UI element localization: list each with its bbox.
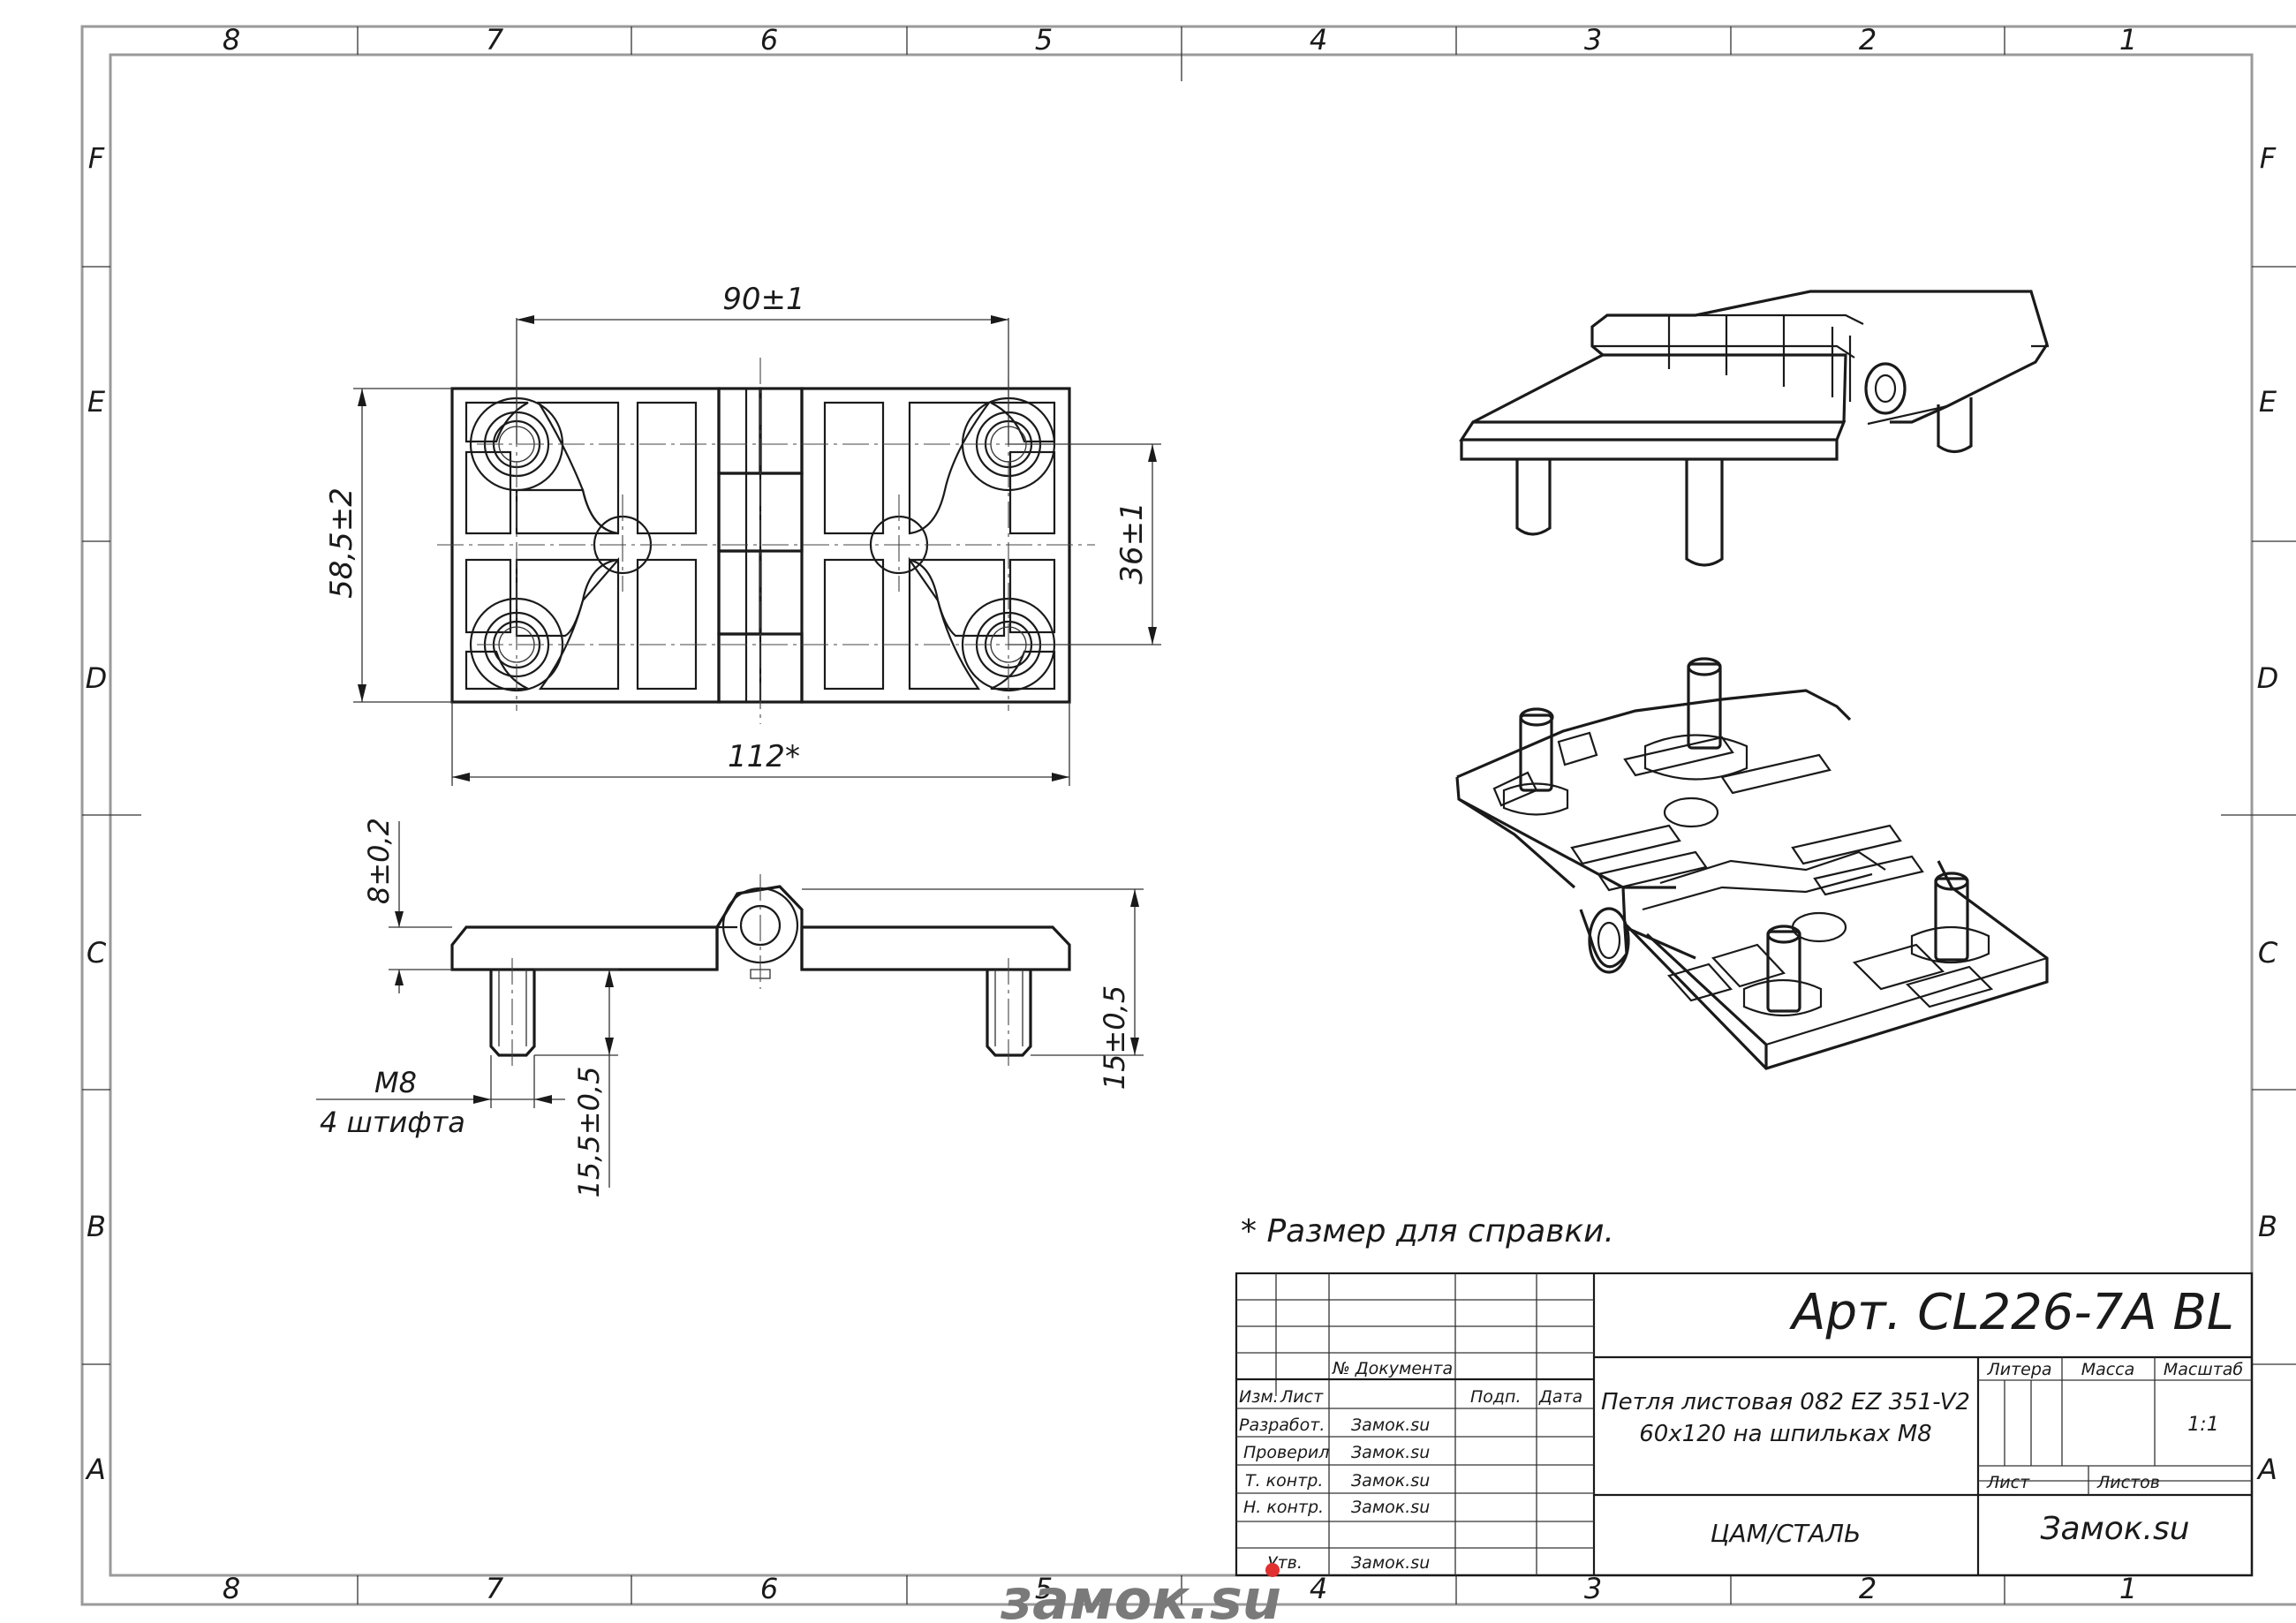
zone-row-label: E [2259, 385, 2277, 419]
zone-row-label: B [2258, 1210, 2277, 1243]
zone-col-label: 5 [1035, 1572, 1053, 1605]
zone-row-label: B [87, 1210, 106, 1243]
dim-leaf-thickness: 8±0,2 [362, 818, 396, 904]
litera-label: Литера [1986, 1360, 2051, 1379]
pin-count-label: 4 штифта [320, 1106, 465, 1139]
zone-col-label: 7 [486, 23, 504, 57]
dim-pin-length: 15,5±0,5 [572, 1067, 606, 1198]
role-name: Замок.su [1351, 1498, 1430, 1517]
zone-row-label: F [88, 141, 105, 175]
zone-col-label: 1 [2119, 23, 2137, 57]
role-name: Замок.su [1351, 1471, 1430, 1491]
role-label: Разработ. [1239, 1415, 1325, 1435]
hinge-iso-bottom [1455, 657, 2049, 1070]
role-label: Н. контр. [1243, 1498, 1324, 1517]
zone-col-label: 2 [1859, 23, 1877, 57]
iso-pin [1742, 925, 1823, 1017]
zone-col-label: 3 [1584, 1572, 1602, 1605]
zone-col-label: 8 [223, 1572, 240, 1605]
iso-pin [1910, 872, 1990, 964]
description-line1: Петля листовая 082 EZ 351-V2 [1601, 1389, 1970, 1415]
sheets-label: Листов [2096, 1473, 2160, 1492]
zone-labels-top: 8 7 6 5 4 3 2 1 [223, 23, 2137, 57]
mass-label: Масса [2081, 1360, 2135, 1379]
watermark-logo: замок.su [1000, 1563, 1281, 1623]
zone-col-label: 6 [760, 1572, 778, 1605]
role-label: Проверил [1243, 1443, 1329, 1462]
zone-row-label: C [87, 936, 107, 970]
zone-col-label: 5 [1035, 23, 1053, 57]
zone-row-label: A [85, 1453, 106, 1486]
zone-row-label: C [2258, 936, 2278, 970]
reference-note: * Размер для справки. [1241, 1213, 1614, 1249]
zone-labels-right: F E D C B A [2256, 141, 2278, 1486]
description-line2: 60х120 на шпильках М8 [1639, 1421, 1931, 1447]
watermark-accent-dot [1265, 1563, 1280, 1577]
iso-pin [1643, 657, 1748, 781]
role-label: Т. контр. [1245, 1471, 1323, 1491]
watermark-text: замок.su [1000, 1567, 1281, 1623]
zone-col-label: 4 [1310, 1572, 1327, 1605]
hinge-top-view [437, 358, 1095, 724]
header-izm: Изм. [1239, 1387, 1279, 1407]
zone-col-label: 6 [760, 23, 778, 57]
zone-row-label: D [86, 661, 108, 695]
sheet-label: Лист [1986, 1473, 2030, 1492]
zone-row-label: E [87, 385, 106, 419]
zone-col-label: 1 [2119, 1572, 2137, 1605]
sheet-frame [80, 25, 2296, 1606]
zone-labels-left: F E D C B A [85, 141, 107, 1486]
header-doc-number: № Документа [1332, 1359, 1453, 1378]
zone-row-label: D [2257, 661, 2279, 695]
role-name: Замок.su [1351, 1443, 1430, 1462]
side-view-dimensions: 8±0,2 15±0,5 15,5±0,5 M8 4 штифта [316, 818, 1144, 1198]
header-sign: Подп. [1470, 1387, 1522, 1407]
hinge-side-view [450, 874, 1071, 1068]
header-list: Лист [1280, 1387, 1324, 1407]
zone-col-label: 7 [486, 1572, 504, 1605]
top-view-dimensions: 90±1 58,5±2 36±1 112* [324, 282, 1161, 786]
zone-labels-bottom: 8 7 6 5 4 3 2 1 [223, 1572, 2137, 1605]
zone-col-label: 2 [1859, 1572, 1877, 1605]
zone-col-label: 4 [1310, 23, 1327, 57]
material-label: ЦАМ/СТАЛЬ [1711, 1519, 1862, 1548]
dim-bottom-width: 112* [728, 739, 800, 774]
zone-col-label: 3 [1584, 23, 1602, 57]
thread-label: M8 [374, 1066, 417, 1099]
company-label: Замок.su [2040, 1511, 2189, 1547]
iso-pin [1502, 707, 1569, 816]
role-name: Замок.su [1351, 1553, 1430, 1573]
scale-value: 1:1 [2187, 1414, 2218, 1436]
header-date: Дата [1538, 1387, 1582, 1407]
role-name: Замок.su [1351, 1415, 1430, 1435]
dim-top-width: 90±1 [722, 282, 804, 317]
zone-row-label: A [2256, 1453, 2277, 1486]
title-block: № Документа Изм. Лист Подп. Дата Разрабо… [1235, 1272, 2254, 1577]
dim-left-height: 58,5±2 [324, 487, 359, 599]
dim-pin-height: 15±0,5 [1098, 985, 1131, 1090]
zone-row-label: F [2260, 141, 2277, 175]
hinge-iso-top [1459, 290, 2049, 567]
scale-label: Масштаб [2164, 1360, 2244, 1379]
article-number: Арт. CL226-7A BL [1789, 1284, 2234, 1341]
zone-col-label: 8 [223, 23, 240, 57]
dim-right-height: 36±1 [1114, 502, 1150, 584]
